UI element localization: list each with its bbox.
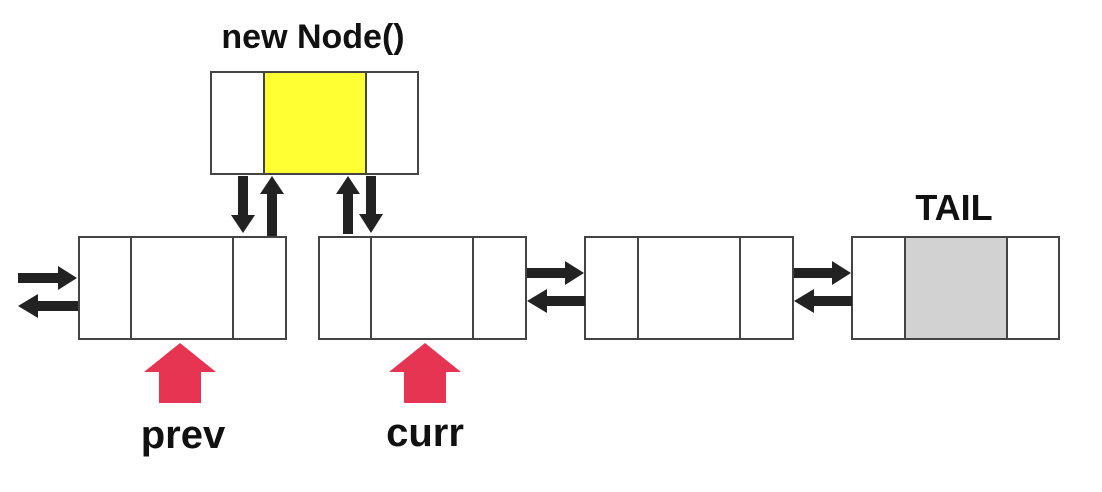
new-node-next-cell bbox=[365, 71, 419, 175]
down-arrow-icon bbox=[359, 176, 383, 233]
curr-label: curr bbox=[386, 411, 464, 455]
prev-node-prev-cell bbox=[78, 236, 132, 340]
node-3-next-cell bbox=[739, 236, 794, 340]
curr-node-data-cell bbox=[370, 236, 474, 340]
up-arrow-icon bbox=[336, 176, 360, 234]
up-arrow-icon bbox=[144, 343, 216, 403]
tail-label: TAIL bbox=[915, 187, 992, 228]
node-3-data-cell bbox=[637, 236, 741, 340]
tail-node-prev-cell bbox=[851, 236, 906, 340]
tail-node-next-cell bbox=[1006, 236, 1060, 340]
curr-node-next-cell bbox=[472, 236, 527, 340]
new-node-data-cell bbox=[263, 71, 367, 175]
up-arrow-icon bbox=[260, 176, 284, 236]
left-arrow-icon bbox=[18, 294, 78, 318]
prev-node-data-cell bbox=[130, 236, 234, 340]
new-node-label: new Node() bbox=[221, 18, 404, 56]
right-arrow-icon bbox=[527, 261, 584, 285]
up-arrow-icon bbox=[389, 343, 461, 403]
prev-label: prev bbox=[141, 413, 226, 457]
prev-node-next-cell bbox=[232, 236, 287, 340]
curr-pointer: curr bbox=[386, 343, 464, 455]
new-node-prev-cell bbox=[210, 71, 265, 175]
new-node bbox=[210, 71, 419, 175]
new-node-links bbox=[231, 176, 383, 236]
tail-node-data-cell bbox=[904, 236, 1008, 340]
node-3-prev-cell bbox=[584, 236, 639, 340]
horizontal-links bbox=[18, 261, 852, 318]
curr-node bbox=[318, 236, 527, 340]
down-arrow-icon bbox=[231, 176, 255, 233]
prev-node bbox=[78, 236, 287, 340]
prev-pointer: prev bbox=[141, 343, 226, 457]
node-3 bbox=[584, 236, 794, 340]
curr-node-prev-cell bbox=[318, 236, 372, 340]
tail-node bbox=[851, 236, 1060, 340]
right-arrow-icon bbox=[794, 261, 851, 285]
left-arrow-icon bbox=[527, 289, 585, 313]
left-arrow-icon bbox=[794, 289, 852, 313]
right-arrow-icon bbox=[18, 266, 77, 290]
